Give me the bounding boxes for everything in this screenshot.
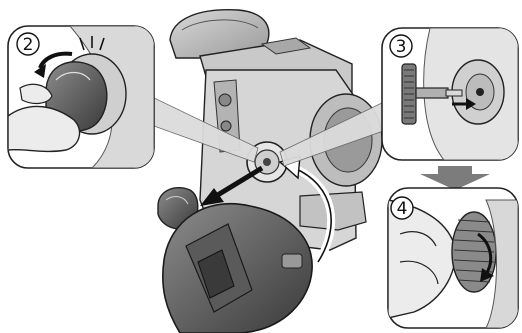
grip-strap	[163, 204, 312, 333]
step-3-number: 3	[396, 37, 407, 57]
step-2-number: 2	[23, 35, 34, 55]
step-3-panel: 3	[382, 28, 518, 160]
step-2-panel: 2	[8, 26, 154, 168]
step-4-panel: 4	[388, 188, 518, 328]
step-4-number: 4	[397, 199, 408, 219]
transition-arrow	[420, 166, 490, 190]
